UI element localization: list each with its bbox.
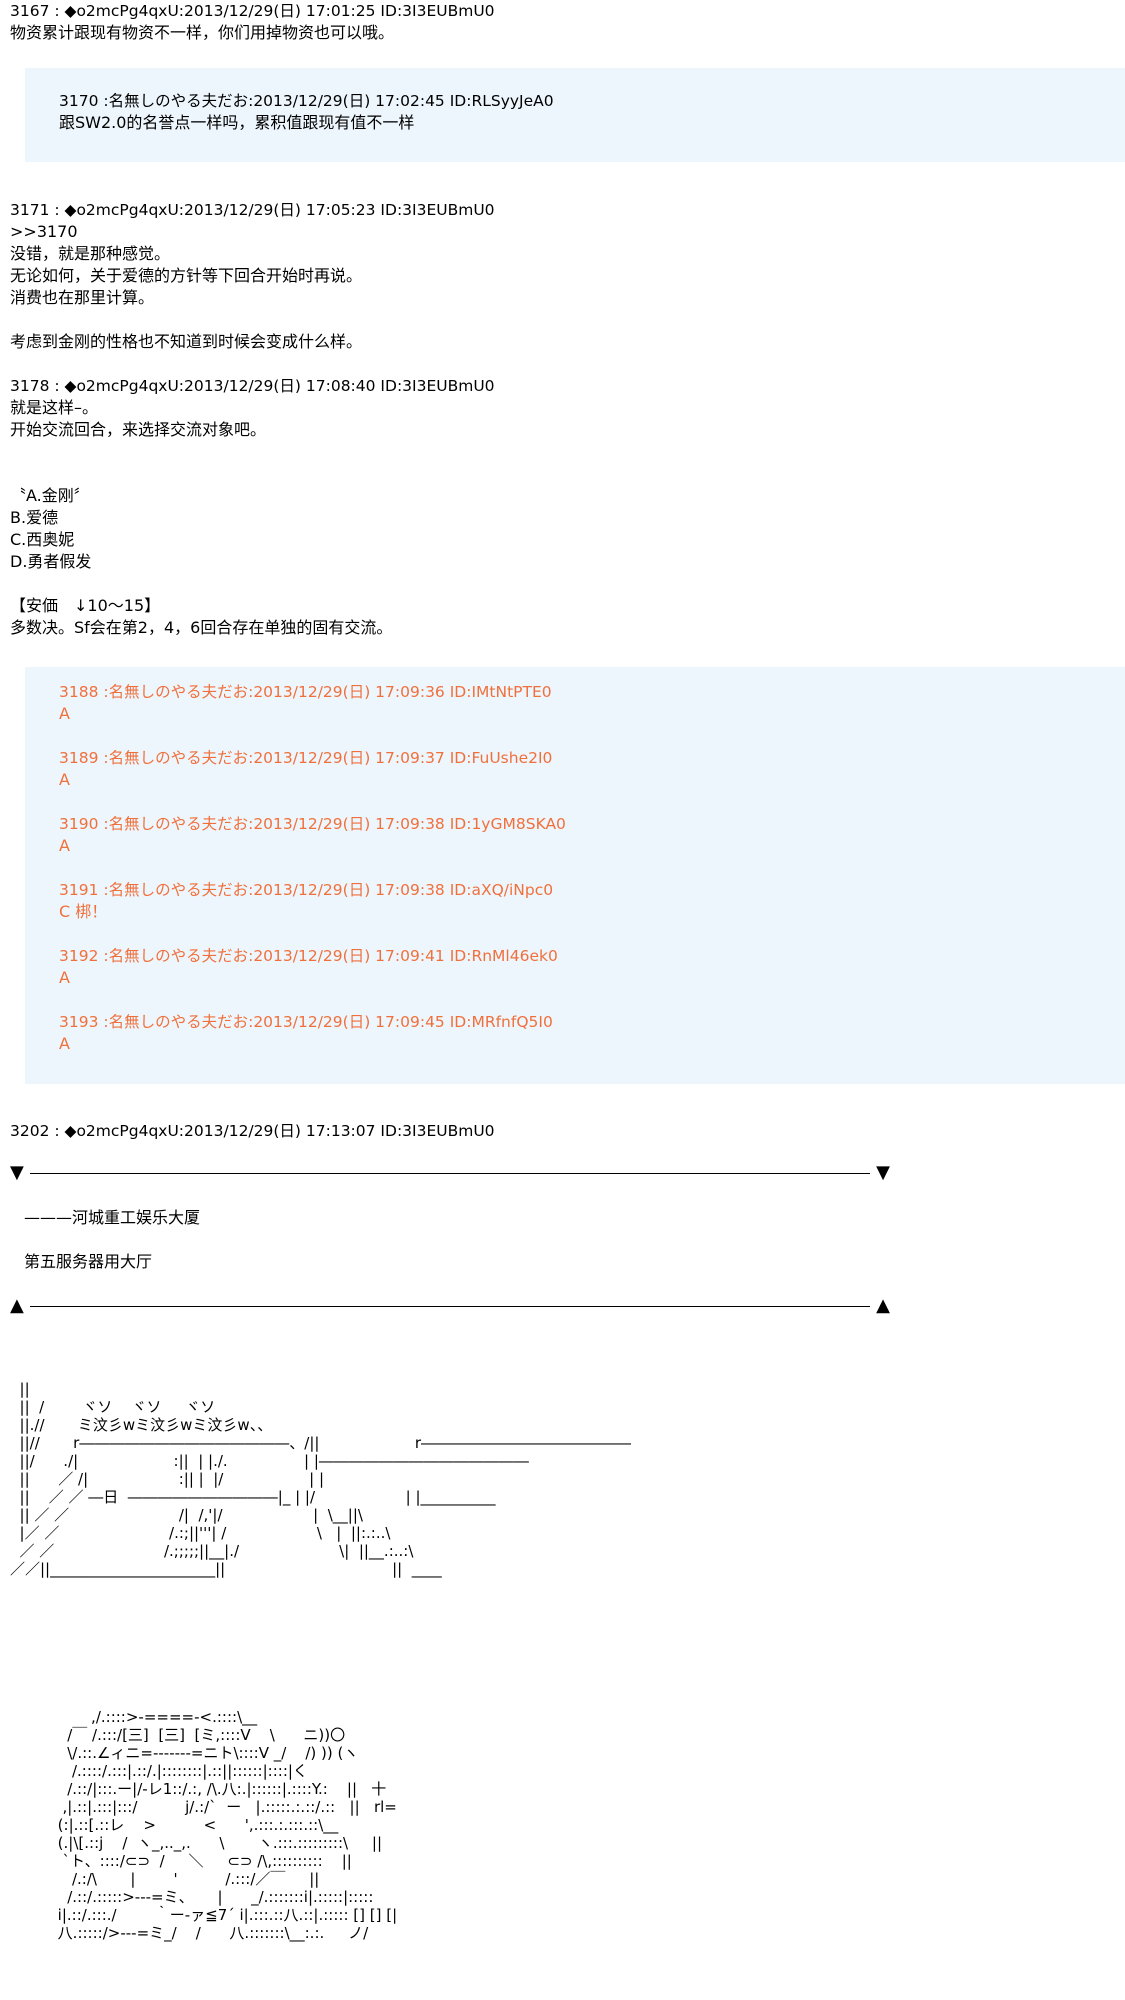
vote-body: C 梆！: [59, 902, 108, 921]
post-line: 考虑到金刚的性格也不知道到时候会变成什么样。: [10, 332, 363, 351]
triangle-up-icon: ▲: [10, 1295, 24, 1316]
votes-block: 3188 :名無しのやる夫だお:2013/12/29(日) 17:09:36 I…: [25, 667, 1125, 1084]
anka-note: 【安価 ↓10～15】: [10, 596, 161, 615]
post-3202: 3202 : ◆o2mcPg4qxU:2013/12/29(日) 17:13:0…: [10, 1120, 495, 1142]
vote-header: 3193 :名無しのやる夫だお:2013/12/29(日) 17:09:45 I…: [59, 1013, 553, 1031]
post-header: 3178 : ◆o2mcPg4qxU:2013/12/29(日) 17:08:4…: [10, 377, 495, 395]
vote-header: 3189 :名無しのやる夫だお:2013/12/29(日) 17:09:37 I…: [59, 749, 553, 767]
vote-header: 3191 :名無しのやる夫だお:2013/12/29(日) 17:09:38 I…: [59, 881, 554, 899]
divider-line: [30, 1173, 870, 1174]
quoted-post-block: 3170 :名無しのやる夫だお:2013/12/29(日) 17:02:45 I…: [25, 68, 1125, 162]
vote-post: 3189 :名無しのやる夫だお:2013/12/29(日) 17:09:37 I…: [59, 747, 566, 813]
post-3167: 3167 : ◆o2mcPg4qxU:2013/12/29(日) 17:01:2…: [10, 0, 495, 44]
post-line: 多数决。Sf会在第2，4，6回合存在单独的固有交流。: [10, 618, 393, 637]
choice-c: C.西奥妮: [10, 530, 75, 549]
post-header: 3167 : ◆o2mcPg4qxU:2013/12/29(日) 17:01:2…: [10, 2, 495, 20]
divider-line: [30, 1306, 870, 1307]
post-line: [10, 463, 495, 485]
post-line: 无论如何，关于爱德的方针等下回合开始时再说。: [10, 266, 363, 285]
vote-post: 3193 :名無しのやる夫だお:2013/12/29(日) 17:09:45 I…: [59, 1011, 566, 1077]
vote-post: 3188 :名無しのやる夫だお:2013/12/29(日) 17:09:36 I…: [59, 681, 566, 747]
post-line: [10, 441, 495, 463]
vote-header: 3192 :名無しのやる夫だお:2013/12/29(日) 17:09:41 I…: [59, 947, 558, 965]
triangle-up-icon: ▲: [876, 1295, 890, 1316]
vote-body: A: [59, 1034, 70, 1053]
vote-post: 3192 :名無しのやる夫だお:2013/12/29(日) 17:09:41 I…: [59, 945, 566, 1011]
triangle-down-icon: ▼: [10, 1162, 24, 1183]
vote-body: A: [59, 968, 70, 987]
vote-body: A: [59, 770, 70, 789]
scene-sublocation: 第五服务器用大厅: [24, 1252, 153, 1271]
choice-a: 〝A.金刚〞: [10, 486, 90, 505]
scene-location: ———河城重工娱乐大厦: [24, 1208, 201, 1227]
vote-post: 3191 :名無しのやる夫だお:2013/12/29(日) 17:09:38 I…: [59, 879, 566, 945]
reply-link[interactable]: >>3170: [10, 222, 78, 241]
vote-header: 3190 :名無しのやる夫だお:2013/12/29(日) 17:09:38 I…: [59, 815, 566, 833]
post-line: [10, 309, 495, 331]
post-header: 3171 : ◆o2mcPg4qxU:2013/12/29(日) 17:05:2…: [10, 201, 495, 219]
ascii-art-character: ,/.::::>-====-<.::::\__ /￣ /.:::/[三] [三]…: [57, 1708, 398, 1942]
post-line: 就是这样–。: [10, 398, 99, 417]
post-line: 开始交流回合，来选择交流对象吧。: [10, 420, 267, 439]
post-line: 消费也在那里计算。: [10, 288, 155, 307]
post-3178: 3178 : ◆o2mcPg4qxU:2013/12/29(日) 17:08:4…: [10, 375, 495, 639]
vote-header: 3188 :名無しのやる夫だお:2013/12/29(日) 17:09:36 I…: [59, 683, 552, 701]
quote-body: 跟SW2.0的名誉点一样吗，累积值跟现有值不一样: [59, 113, 415, 132]
post-line: 物资累计跟现有物资不一样，你们用掉物资也可以哦。: [10, 23, 395, 42]
vote-body: A: [59, 704, 70, 723]
quote-header: 3170 :名無しのやる夫だお:2013/12/29(日) 17:02:45 I…: [59, 92, 554, 110]
scene-divider-bottom: ▲ ▲: [10, 1296, 890, 1316]
post-3171: 3171 : ◆o2mcPg4qxU:2013/12/29(日) 17:05:2…: [10, 199, 495, 353]
choice-d: D.勇者假发: [10, 552, 92, 571]
scene-divider-top: ▼ ▼: [10, 1163, 890, 1183]
triangle-down-icon: ▼: [876, 1162, 890, 1183]
ascii-art-server-hall: || || / ヾソ ヾソ ヾソ ||.// ミ汶彡wミ汶彡wミ汶彡w、、 ||…: [10, 1380, 631, 1578]
vote-post: 3190 :名無しのやる夫だお:2013/12/29(日) 17:09:38 I…: [59, 813, 566, 879]
post-line: [10, 573, 495, 595]
choice-b: B.爱德: [10, 508, 59, 527]
post-header: 3202 : ◆o2mcPg4qxU:2013/12/29(日) 17:13:0…: [10, 1122, 495, 1140]
vote-body: A: [59, 836, 70, 855]
post-line: 没错，就是那种感觉。: [10, 244, 171, 263]
